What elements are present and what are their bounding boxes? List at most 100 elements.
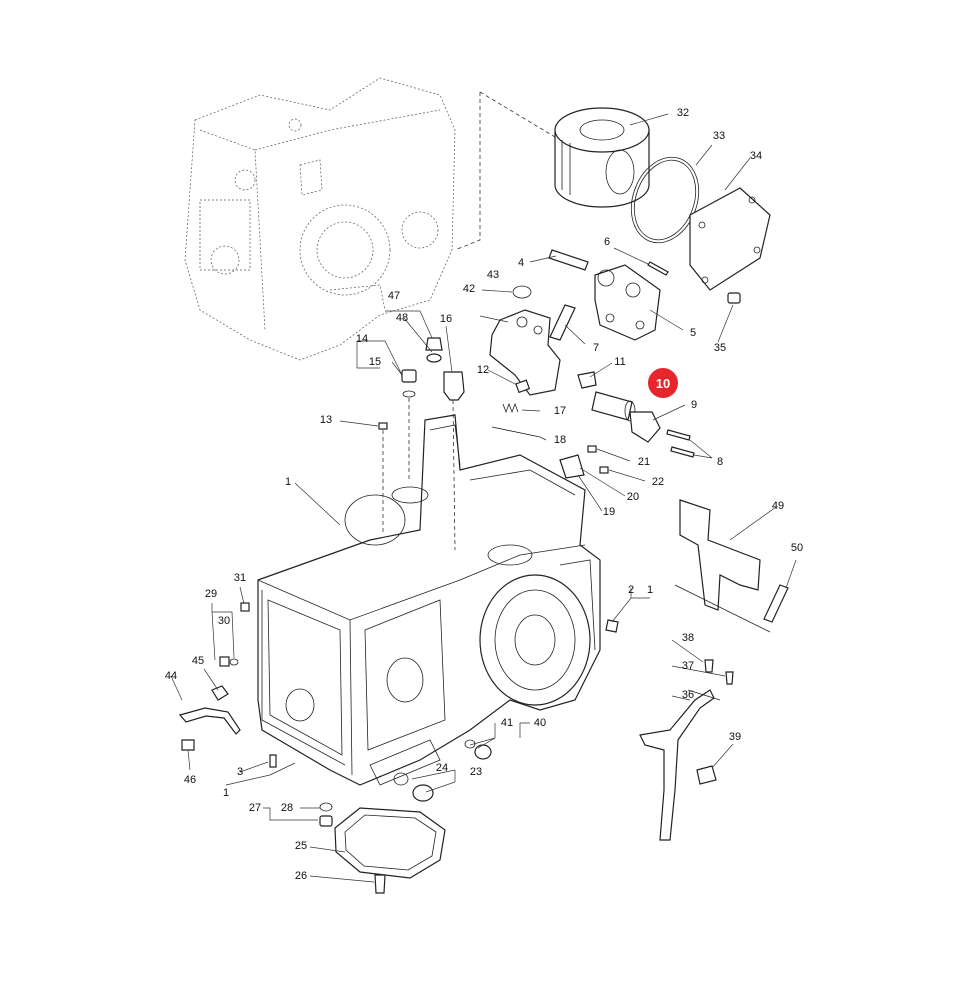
plug-22 [599, 466, 609, 474]
seal-ring-33 [630, 156, 700, 244]
plug-23 [412, 784, 434, 802]
oring-24 [393, 772, 409, 786]
callout-22: 22 [651, 476, 665, 488]
overview-housing-outline [184, 77, 561, 361]
callout-9: 9 [690, 399, 698, 411]
bracket-5 [594, 264, 661, 341]
callout-49: 49 [771, 500, 785, 512]
oring-48 [426, 353, 442, 363]
callout-37: 37 [681, 660, 695, 672]
callout-8: 8 [716, 456, 724, 468]
highlight-badge-10: 10 [648, 368, 678, 398]
bolts-8 [666, 429, 691, 441]
plug-30 [219, 656, 230, 667]
callout-36: 36 [681, 689, 695, 701]
valve-housing-42 [489, 309, 561, 396]
sleeve-7 [549, 304, 576, 341]
bracket-19 [559, 454, 585, 479]
callout-30: 30 [217, 615, 231, 627]
callout-1-bottom: 1 [222, 787, 230, 799]
callout-48: 48 [395, 312, 409, 324]
callout-14: 14 [355, 333, 369, 345]
callout-4: 4 [517, 257, 525, 269]
spring-17 [502, 402, 519, 414]
rod-18 [491, 426, 541, 438]
pin-4 [548, 249, 589, 271]
cap-15 [401, 369, 417, 383]
callout-23: 23 [469, 766, 483, 778]
callout-27: 27 [248, 802, 262, 814]
plug-12 [515, 379, 531, 394]
callout-40: 40 [533, 717, 547, 729]
callout-35: 35 [713, 342, 727, 354]
oring-41 [464, 739, 476, 749]
callout-46: 46 [183, 774, 197, 786]
oring-43 [512, 285, 532, 299]
callout-25: 25 [294, 840, 308, 852]
pin-6 [647, 261, 669, 276]
callout-7: 7 [592, 342, 600, 354]
callout-50: 50 [790, 542, 804, 554]
bolt-37 [725, 671, 734, 685]
nut-45 [211, 685, 229, 701]
callout-29: 29 [204, 588, 218, 600]
callout-3: 3 [236, 766, 244, 778]
transmission-housing-1 [257, 414, 601, 786]
connector-9 [629, 411, 661, 443]
callout-18: 18 [553, 434, 567, 446]
callout-24: 24 [435, 762, 449, 774]
callout-33: 33 [712, 130, 726, 142]
callout-5: 5 [689, 327, 697, 339]
callout-28: 28 [280, 802, 294, 814]
callout-44: 44 [164, 670, 178, 682]
pin-3 [269, 754, 277, 768]
pipe-36 [639, 689, 715, 841]
callout-32: 32 [676, 107, 690, 119]
plug-31 [240, 602, 250, 612]
plug-21 [587, 445, 597, 453]
clip-11 [577, 371, 597, 389]
callout-1-top: 1 [284, 476, 292, 488]
callout-43: 43 [486, 269, 500, 281]
callout-19: 19 [602, 506, 616, 518]
callout-38: 38 [681, 632, 695, 644]
callout-41: 41 [500, 717, 514, 729]
bolt-35 [727, 292, 741, 304]
callout-12: 12 [476, 364, 490, 376]
callout-21: 21 [637, 456, 651, 468]
oring-28 [319, 802, 333, 812]
pipe-44 [178, 707, 241, 735]
fitting-47 [425, 337, 443, 351]
callout-20: 20 [626, 491, 640, 503]
callout-1-right: 1 [646, 584, 654, 596]
bolt-46 [181, 739, 195, 751]
clip-39 [696, 765, 717, 785]
callout-45: 45 [191, 655, 205, 667]
callout-47: 47 [387, 290, 401, 302]
callout-16: 16 [439, 313, 453, 325]
filter-element-32 [554, 107, 650, 208]
callout-31: 31 [233, 572, 247, 584]
bolt-26 [374, 874, 386, 894]
callout-15: 15 [368, 356, 382, 368]
bolt-38 [704, 659, 714, 673]
sensor-16 [443, 371, 465, 401]
callout-11: 11 [614, 356, 626, 368]
leader-lines [170, 113, 797, 883]
callout-6: 6 [603, 236, 611, 248]
cover-25 [334, 807, 446, 879]
cover-plate-34 [689, 187, 771, 291]
callout-34: 34 [749, 150, 763, 162]
bolt-50 [763, 584, 789, 623]
callout-26: 26 [294, 870, 308, 882]
callout-13: 13 [319, 414, 333, 426]
bracket-49 [679, 499, 761, 611]
callout-2: 2 [627, 584, 635, 596]
bolt-2 [605, 619, 619, 633]
plug-13 [378, 422, 388, 430]
callout-42: 42 [462, 283, 476, 295]
callout-17: 17 [553, 405, 567, 417]
callout-39: 39 [728, 731, 742, 743]
